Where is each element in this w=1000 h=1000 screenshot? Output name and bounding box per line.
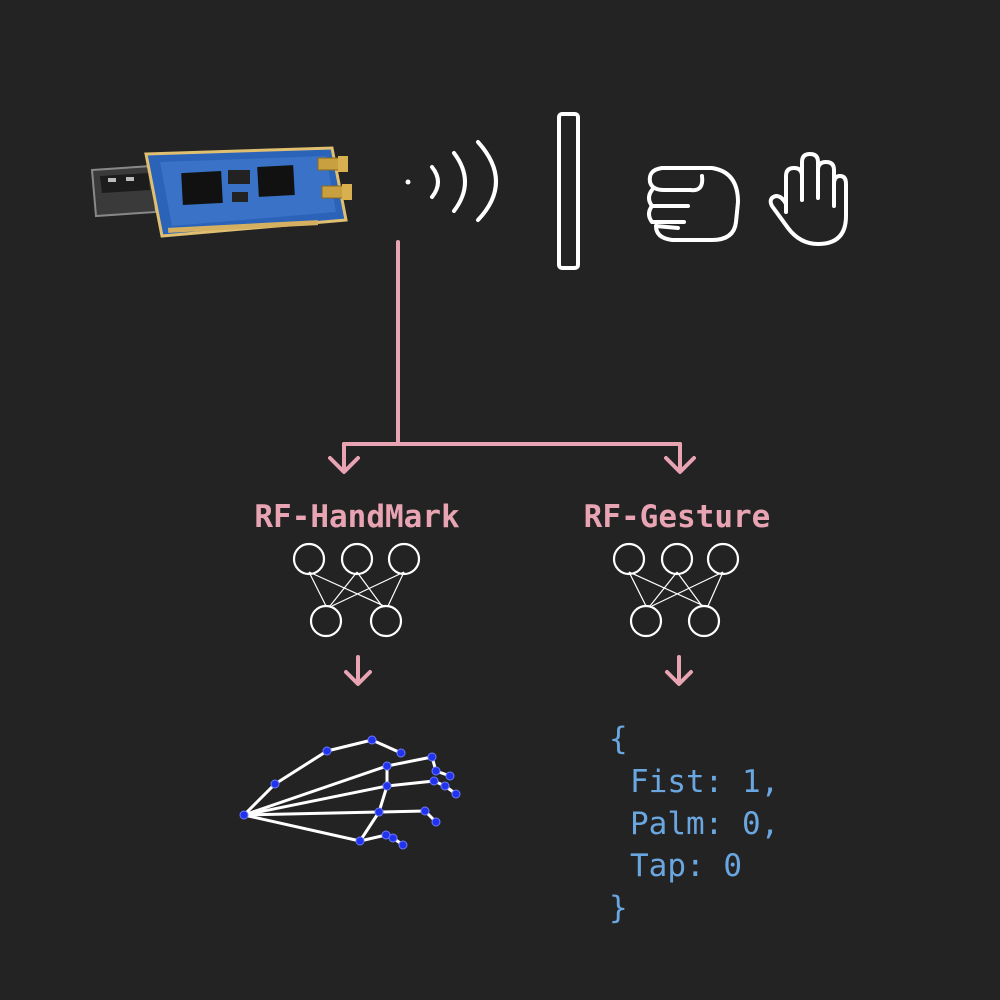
palm-icon <box>768 152 848 246</box>
sdr-board-icon <box>90 146 352 238</box>
down-arrow-icon <box>344 655 372 686</box>
output-line-fist: Fist: 1, <box>630 764 779 800</box>
hand-skeleton-icon <box>239 735 461 850</box>
output-close-brace: } <box>609 890 628 926</box>
branch-label-handmark: RF-HandMark <box>254 499 460 535</box>
fist-icon <box>647 166 740 242</box>
output-open-brace: { <box>609 721 628 757</box>
gesture-output: { Fist: 1, Palm: 0, Tap: 0 } <box>609 721 779 926</box>
output-line-tap: Tap: 0 <box>630 848 742 884</box>
wireless-signal-icon <box>405 140 498 222</box>
neural-network-icon <box>292 542 421 638</box>
barrier-icon <box>557 112 580 270</box>
branch-connector <box>328 240 696 474</box>
down-arrow-icon <box>665 655 693 686</box>
neural-network-icon <box>612 542 740 638</box>
output-line-palm: Palm: 0, <box>630 806 779 842</box>
branch-label-gesture: RF-Gesture <box>584 499 771 535</box>
